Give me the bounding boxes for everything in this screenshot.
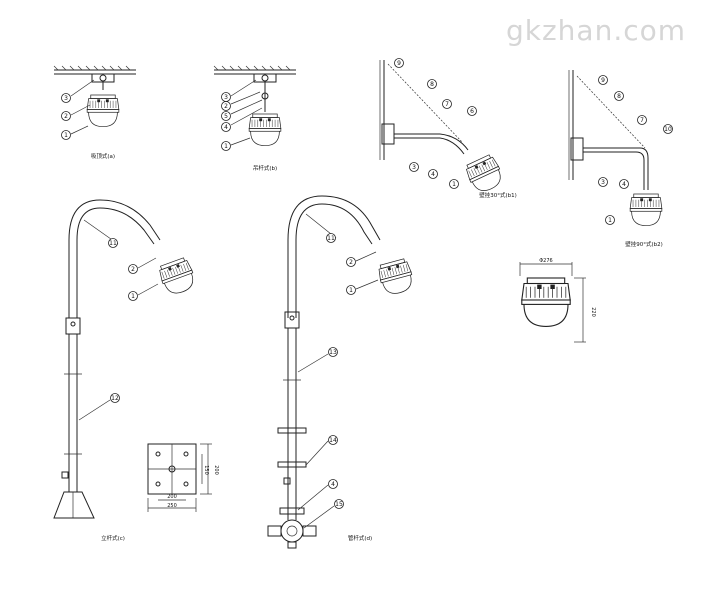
callout-11a: 11 [109,240,117,247]
caption-wall-b1: 壁挂30°式(b1) [479,191,517,199]
lamp-dimension-view: Φ276 220 [519,258,596,343]
wall-mount-90: 9 8 7 10 3 4 1 壁挂90°式(b2) [568,70,673,248]
callout-4e: 4 [331,481,335,488]
floor-pole-mount: 11 2 1 12 立杆式(c) [53,199,199,542]
callout-5b: 5 [224,113,228,120]
callout-3: 3 [64,95,68,102]
dim-base-c: 150 [203,465,209,475]
callout-1f: 1 [349,287,353,294]
callout-4c: 4 [431,171,435,178]
base-plate: 200 150 200 250 [147,443,219,512]
dim-base-b: 250 [167,503,177,509]
callout-7a: 7 [445,101,449,108]
caption-ceiling-a: 吸顶式(a) [91,152,115,160]
watermark: gkzhan.com [506,14,687,47]
callout-7b: 7 [640,117,644,124]
callout-1c: 1 [452,181,456,188]
callout-6a: 6 [470,108,474,115]
callout-2d: 2 [349,259,353,266]
callout-12: 12 [111,395,119,402]
callout-10a: 10 [664,126,672,133]
callout-3b: 3 [224,94,228,101]
callout-4b: 4 [224,124,228,131]
callout-9a: 9 [397,60,401,67]
callout-11b: 11 [327,235,335,242]
callout-9b: 9 [601,77,605,84]
dim-base-d: 200 [167,494,177,500]
dim-lamp-width: Φ276 [539,258,552,264]
callout-2b: 2 [224,103,228,110]
dim-base-a: 200 [213,465,219,475]
wall-mount-30: 9 8 7 6 3 4 1 壁挂30°式(b1) [379,58,517,199]
ceiling-mount-a: 3 2 1 吸顶式(a) [53,65,136,160]
callout-3c: 3 [412,164,416,171]
callout-8a: 8 [430,81,434,88]
callout-1b: 1 [224,143,228,150]
callout-2: 2 [64,113,68,120]
callout-14: 14 [329,437,337,444]
callout-1d: 1 [608,217,612,224]
callout-4d: 4 [622,181,626,188]
caption-pole-floor: 立杆式(c) [101,534,125,542]
callout-1e: 1 [131,293,135,300]
dim-lamp-height: 220 [590,307,596,317]
caption-ceiling-b: 吊杆式(b) [253,164,277,172]
callout-3d: 3 [601,179,605,186]
callout-13: 13 [329,349,337,356]
callout-1: 1 [64,132,68,139]
callout-2c: 2 [131,266,135,273]
pendant-mount-b: 3 2 5 4 1 吊杆式(b) [213,65,296,172]
caption-wall-b2: 壁挂90°式(b2) [625,240,663,248]
caption-pole-wall: 管杆式(d) [348,534,372,542]
callout-15: 15 [335,501,343,508]
pipe-pole-mount: 11 2 1 13 14 4 15 管杆式(d) [267,195,416,549]
callout-8b: 8 [617,93,621,100]
